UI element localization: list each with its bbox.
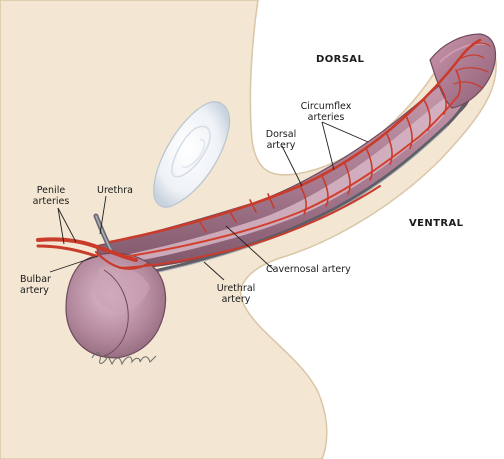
dorsal-artery-label-line1: Dorsal xyxy=(265,129,297,140)
urethra-channel xyxy=(139,85,476,276)
bulbar-artery-label-line2: artery xyxy=(20,285,49,296)
bulbar-artery-label: Bulbar artery xyxy=(20,274,51,296)
cavernosal-artery-label: Cavernosal artery xyxy=(266,264,351,275)
circumflex-arteries-label-line2: arteries xyxy=(307,112,345,123)
leader-lines xyxy=(49,121,369,281)
circumflex-arteries-label: Circumflex arteries xyxy=(295,101,357,123)
bulbar-artery-path xyxy=(94,250,150,270)
dorsal-artery-label: Dorsal artery xyxy=(262,129,300,151)
circumflex-arteries-label-line1: Circumflex xyxy=(300,101,352,112)
cavernosal-artery-path xyxy=(129,95,459,257)
dorsal-artery-path xyxy=(108,38,482,244)
dorsal-label: DORSAL xyxy=(316,54,365,65)
pubic-bone xyxy=(153,101,231,208)
ventral-label: VENTRAL xyxy=(409,218,464,229)
urethral-artery-label: Urethral artery xyxy=(212,283,260,305)
artist-signature-mark xyxy=(91,352,157,366)
penile-arteries-label-line1: Penile xyxy=(36,185,66,196)
urethral-artery-label-line2: artery xyxy=(221,294,251,305)
penile-artery xyxy=(36,237,138,262)
dorsal-artery-label-line2: artery xyxy=(266,140,296,151)
urethra-label: Urethra xyxy=(97,185,133,196)
penile-arteries-label-line2: arteries xyxy=(32,196,70,207)
penile-arteries-label: Penile arteries xyxy=(28,185,74,207)
urethral-artery-label-line1: Urethral xyxy=(216,283,256,294)
bulbar-artery-label-line1: Bulbar xyxy=(20,274,51,285)
circumflex-arteries xyxy=(199,69,461,233)
urethral-artery-path xyxy=(119,185,381,269)
